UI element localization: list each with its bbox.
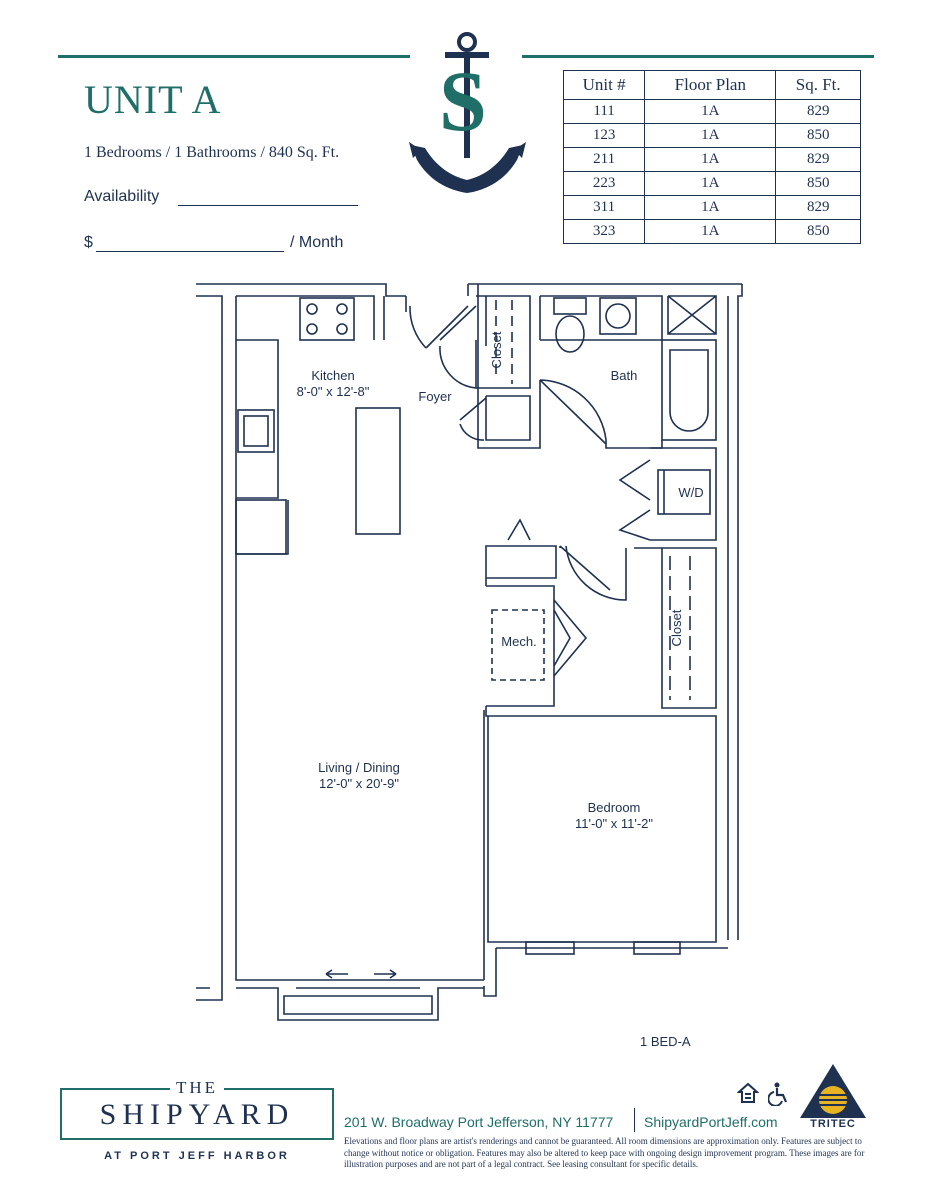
availability-label: Availability (84, 188, 160, 205)
footer-divider (634, 1108, 635, 1132)
sqft-cell: 850 (775, 219, 861, 244)
plan-cell: 1A (644, 99, 777, 124)
units-table-header: Unit # Floor Plan Sq. Ft. (562, 70, 861, 100)
price-prefix: $ (84, 234, 93, 251)
logo-frame-top-right (224, 1088, 332, 1090)
footer-disclaimer: Elevations and floor plans are artist's … (344, 1136, 865, 1169)
price-suffix: / Month (290, 234, 344, 251)
mech-label: Mech. (501, 634, 537, 649)
col-floor-plan: Floor Plan (644, 70, 777, 100)
tritec-name: TRITEC (810, 1118, 856, 1130)
footer-website[interactable]: ShipyardPortJeff.com (644, 1114, 778, 1130)
anchor-icon (409, 32, 526, 193)
unit-specs: 1 Bedrooms / 1 Bathrooms / 840 Sq. Ft. (84, 144, 340, 161)
tritec-logo: TRITEC (798, 1062, 868, 1132)
wd-label: W/D (678, 485, 704, 500)
plan-cell: 1A (644, 195, 777, 220)
tritec-triangle-icon (800, 1064, 866, 1118)
logo-shipyard: SHIPYARD (99, 1098, 295, 1131)
unit-cell: 123 (562, 123, 646, 148)
closet-top-label: Closet (489, 331, 504, 369)
bedroom-label: Bedroom 11'-0" x 11'-2" (554, 800, 674, 832)
top-rule-right (522, 55, 874, 58)
living-dimensions: 12'-0" x 20'-9" (319, 776, 399, 791)
kitchen-label: Kitchen 8'-0" x 12'-8" (290, 368, 376, 400)
equal-housing-icon (736, 1082, 760, 1104)
closet-right-label: Closet (669, 609, 684, 647)
bath-label: Bath (610, 368, 638, 383)
logo-tagline: AT PORT JEFF HARBOR (104, 1150, 290, 1162)
living-label: Living / Dining 12'-0" x 20'-9" (296, 760, 422, 792)
availability-field[interactable] (178, 205, 358, 206)
logo-the: THE (175, 1078, 219, 1097)
logo-letter: S (439, 53, 487, 149)
footer-address: 201 W. Broadway Port Jefferson, NY 11777 (344, 1114, 614, 1130)
sqft-cell: 850 (775, 123, 861, 148)
logo-frame-top-left (60, 1088, 170, 1090)
logo-frame (60, 1088, 334, 1140)
top-rule-left (58, 55, 410, 58)
price-field[interactable] (96, 251, 284, 252)
foyer-label: Foyer (418, 389, 452, 404)
plan-code: 1 BED-A (640, 1034, 691, 1049)
unit-title: UNIT A (84, 77, 222, 122)
living-name: Living / Dining (318, 760, 400, 775)
bedroom-name: Bedroom (587, 800, 641, 815)
plan-cell: 1A (644, 219, 777, 244)
kitchen-dimensions: 8'-0" x 12'-8" (296, 384, 370, 399)
unit-cell: 111 (562, 99, 646, 124)
kitchen-name: Kitchen (311, 368, 355, 383)
unit-cell: 223 (562, 171, 646, 196)
bedroom-dimensions: 11'-0" x 11'-2" (574, 816, 654, 831)
shipyard-logo: THE SHIPYARD AT PORT JEFF HARBOR (60, 1078, 334, 1168)
unit-cell: 323 (562, 219, 646, 244)
anchor-logo: S (405, 30, 530, 195)
accessibility-icon (767, 1082, 790, 1107)
